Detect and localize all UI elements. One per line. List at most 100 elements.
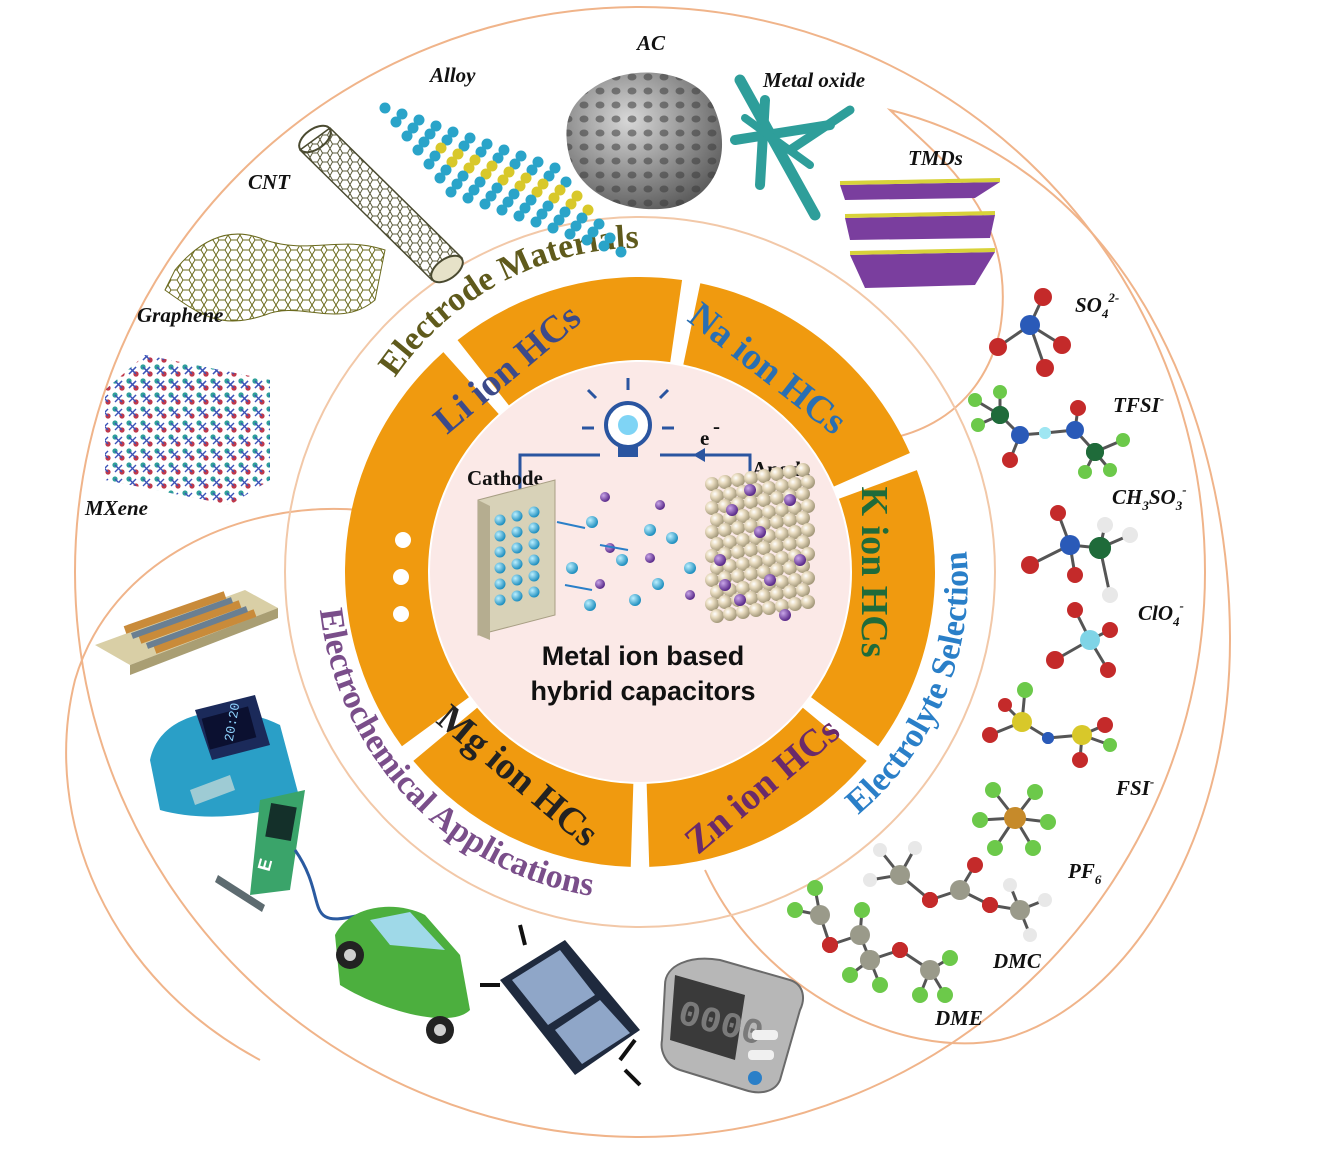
alloy-atom — [526, 164, 538, 176]
atom — [982, 727, 998, 743]
anode-atom — [770, 563, 784, 577]
svg-text:TFSI-: TFSI- — [1113, 391, 1164, 417]
cathode-ion — [511, 542, 523, 554]
atom — [942, 950, 958, 966]
alloy-atom — [496, 204, 508, 216]
alloy-atom — [418, 136, 430, 148]
alloy-atom — [581, 234, 593, 246]
metal-oxide-label: Metal oxide — [762, 68, 865, 92]
atom — [842, 967, 858, 983]
migrating-ion — [629, 594, 641, 606]
anode-atom — [796, 487, 810, 501]
electrolyte-ring-arc — [704, 108, 1232, 1045]
atom — [1040, 814, 1056, 830]
alloy-atom — [452, 148, 464, 160]
clo4-label: ClO4- — [1138, 598, 1184, 629]
anode-atom — [710, 537, 724, 551]
atom — [908, 841, 922, 855]
fsi-label: FSI- — [1115, 774, 1154, 800]
electric-car-illustration — [335, 906, 470, 1044]
graphene-illustration — [164, 233, 386, 322]
atom — [1103, 463, 1117, 477]
atom — [1067, 567, 1083, 583]
alloy-atom — [474, 176, 486, 188]
cathode-ion — [511, 590, 523, 602]
atom — [1072, 752, 1088, 768]
anode-atom — [744, 519, 758, 533]
atom — [890, 865, 910, 885]
cathode-ion — [528, 522, 540, 534]
anode-atom — [705, 525, 719, 539]
ion-flow-arrow — [599, 544, 629, 551]
ion-flow-arrow — [556, 521, 586, 529]
migrating-ion — [645, 553, 655, 563]
anode-atom — [736, 533, 750, 547]
atom — [1097, 717, 1113, 733]
anode-atom — [801, 595, 815, 609]
cathode-ion — [511, 526, 523, 538]
anode-atom — [705, 477, 719, 491]
anode-atom — [731, 545, 745, 559]
atom — [1023, 928, 1037, 942]
alloy-atom — [451, 178, 463, 190]
alloy-atom — [475, 146, 487, 158]
digital-timer-illustration: 0000 — [660, 957, 804, 1094]
atom — [863, 873, 877, 887]
anode-atom — [736, 557, 750, 571]
middle-ring — [284, 216, 996, 928]
atom — [850, 925, 870, 945]
center-title-line2: hybrid capacitors — [530, 676, 755, 706]
alloy-atom — [434, 172, 446, 184]
atom — [982, 897, 998, 913]
anode-atom — [749, 507, 763, 521]
segment-mg — [413, 707, 634, 867]
alloy-atom — [424, 128, 436, 140]
svg-text:SO42-: SO42- — [1075, 290, 1119, 321]
atom — [1102, 587, 1118, 603]
migrating-ions — [556, 492, 696, 611]
alloy-atom — [430, 120, 442, 132]
alloy-atom — [479, 198, 491, 210]
alloy-atom — [413, 114, 425, 126]
alloy-atom — [554, 184, 566, 196]
atom — [991, 406, 1009, 424]
anode-atom — [744, 471, 758, 485]
graphene-label: Graphene — [137, 303, 223, 327]
anode-atom — [723, 487, 737, 501]
cathode-plate — [477, 479, 556, 640]
anode-atom — [762, 601, 776, 615]
atom — [1053, 336, 1071, 354]
atom — [1027, 784, 1043, 800]
alloy-atom — [514, 180, 526, 192]
alloy-atom — [480, 168, 492, 180]
atom — [1102, 622, 1118, 638]
svg-text:PF6: PF6 — [1067, 859, 1102, 887]
atom — [1042, 732, 1054, 744]
smartwatch-illustration: 20:20 — [150, 695, 300, 817]
segment-na — [683, 283, 910, 487]
anode-atom — [723, 535, 737, 549]
alloy-atom — [407, 122, 419, 134]
anode-atom — [801, 571, 815, 585]
alloy-atom — [571, 190, 583, 202]
anode-atom — [783, 537, 797, 551]
lightbulb-icon — [582, 378, 674, 457]
intercalated-ion — [784, 494, 796, 506]
alloy-atom — [509, 158, 521, 170]
alloy-atom — [547, 222, 559, 234]
atom — [1078, 465, 1092, 479]
anode-atom — [775, 551, 789, 565]
anode-atom — [744, 567, 758, 581]
atom — [1021, 556, 1039, 574]
charging-station-illustration: E — [215, 790, 361, 921]
segment-zn — [646, 707, 867, 867]
atom — [1025, 840, 1041, 856]
migrating-ion — [586, 516, 598, 528]
alloy-atom — [525, 194, 537, 206]
alloy-atom — [536, 208, 548, 220]
anode-atom — [783, 513, 797, 527]
alloy-atom — [401, 130, 413, 142]
ac-label: AC — [635, 31, 666, 55]
anode-atom — [770, 491, 784, 505]
